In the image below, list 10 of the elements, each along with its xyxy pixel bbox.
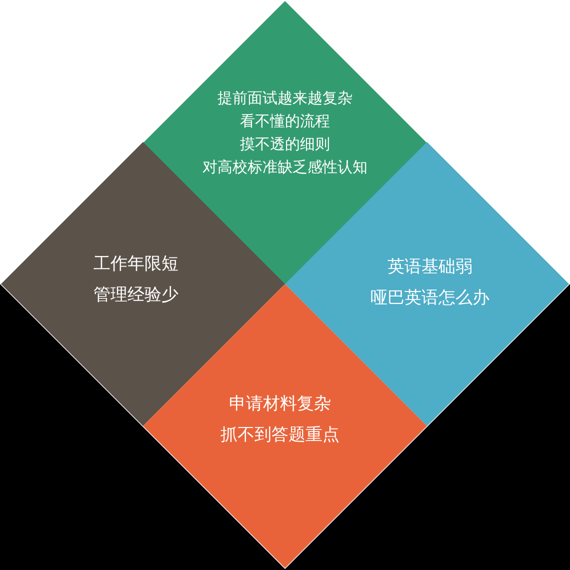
tile-text: 英语基础弱 [388,256,472,279]
tile-text: 管理经验少 [94,284,178,307]
tile-text: 申请材料复杂 [229,393,331,416]
tile-text: 提前面试越来越复杂 [218,88,352,109]
tile-text: 工作年限短 [94,253,178,276]
tile-text: 对高校标准缺乏感性认知 [202,157,368,178]
tile-text: 哑巴英语怎么办 [370,287,490,310]
tile-text: 抓不到答题重点 [220,424,340,447]
tile-text: 看不懂的流程 [240,111,330,132]
tile-text: 摸不透的细则 [240,134,330,155]
